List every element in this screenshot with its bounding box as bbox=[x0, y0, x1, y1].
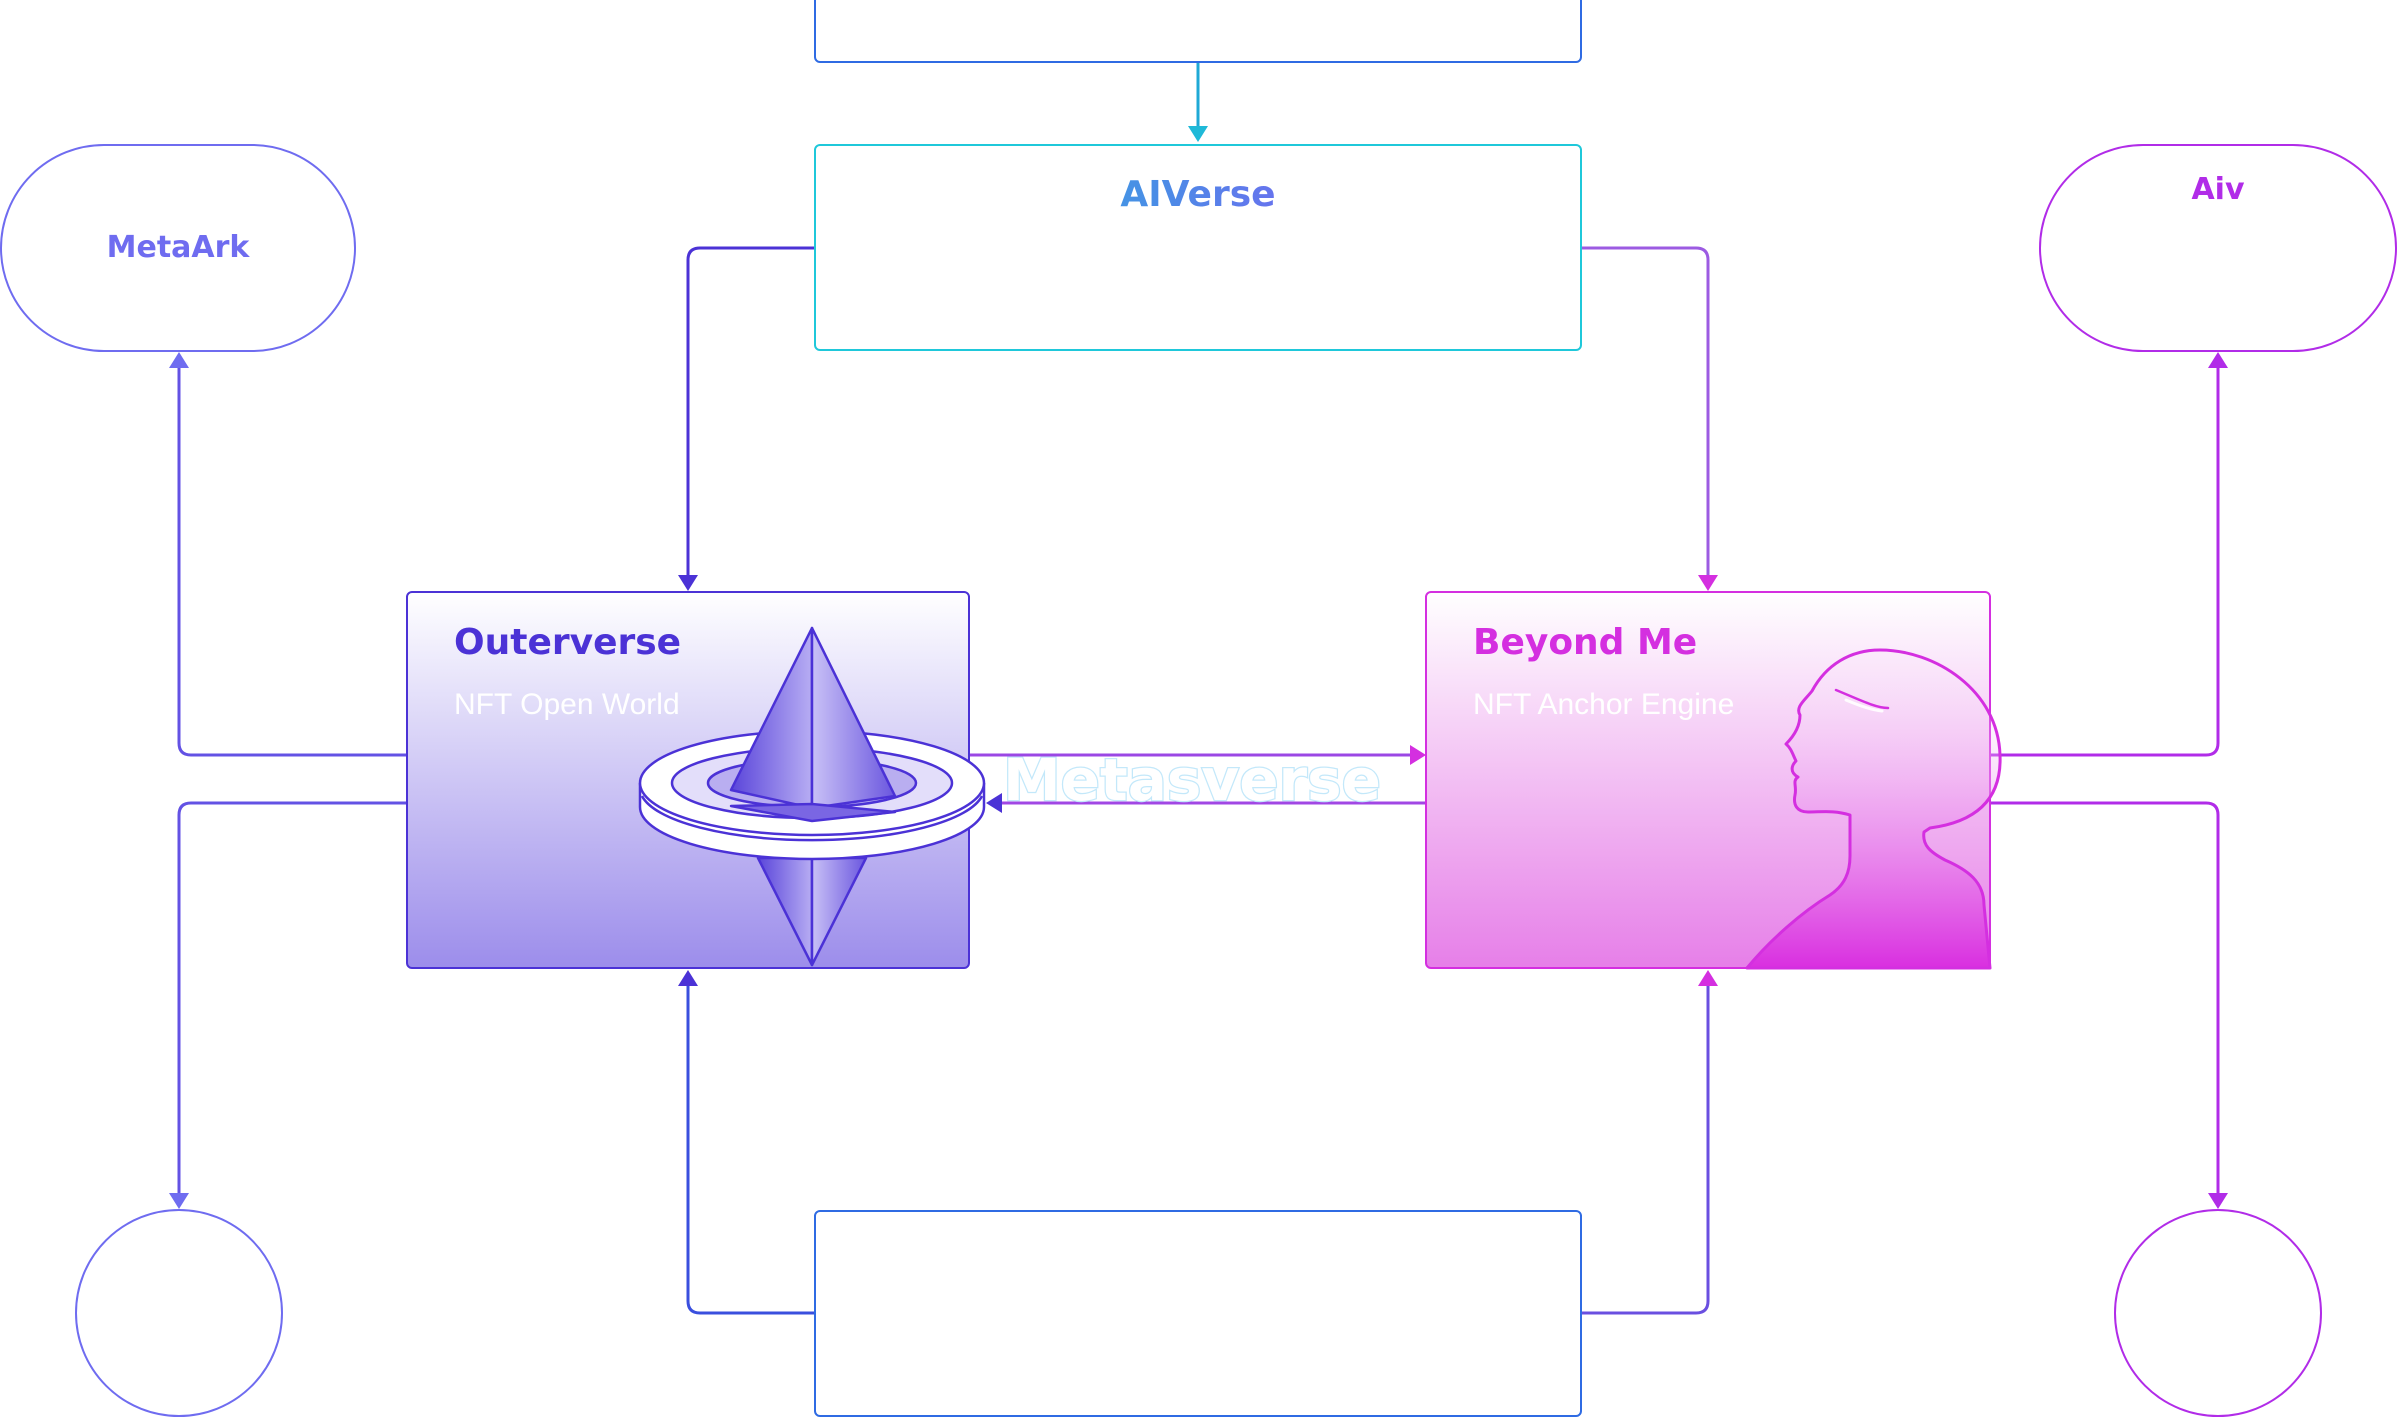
top-box bbox=[814, 0, 1582, 63]
bottom-right-circle bbox=[2114, 1209, 2322, 1417]
ethereum-ring-icon bbox=[638, 626, 986, 967]
beyondme-subtitle: NFT Anchor Engine bbox=[1473, 688, 1735, 721]
outerverse-subtitle: NFT Open World bbox=[454, 688, 680, 721]
bottom-left-circle bbox=[75, 1209, 283, 1417]
aiv-pill bbox=[2039, 144, 2397, 352]
aiverse-box bbox=[814, 144, 1582, 351]
bottom-box bbox=[814, 1210, 1582, 1417]
metasverse-label: Metasverse bbox=[1003, 746, 1381, 814]
metaark-pill bbox=[0, 144, 356, 352]
metaark-title: MetaArk bbox=[106, 230, 250, 265]
outerverse-title: Outerverse bbox=[454, 622, 682, 663]
human-profile-icon bbox=[1745, 648, 2002, 970]
beyondme-title: Beyond Me bbox=[1473, 622, 1698, 663]
aiv-title: Aiv bbox=[2191, 172, 2245, 207]
aiverse-title: AIVerse bbox=[815, 174, 1581, 215]
